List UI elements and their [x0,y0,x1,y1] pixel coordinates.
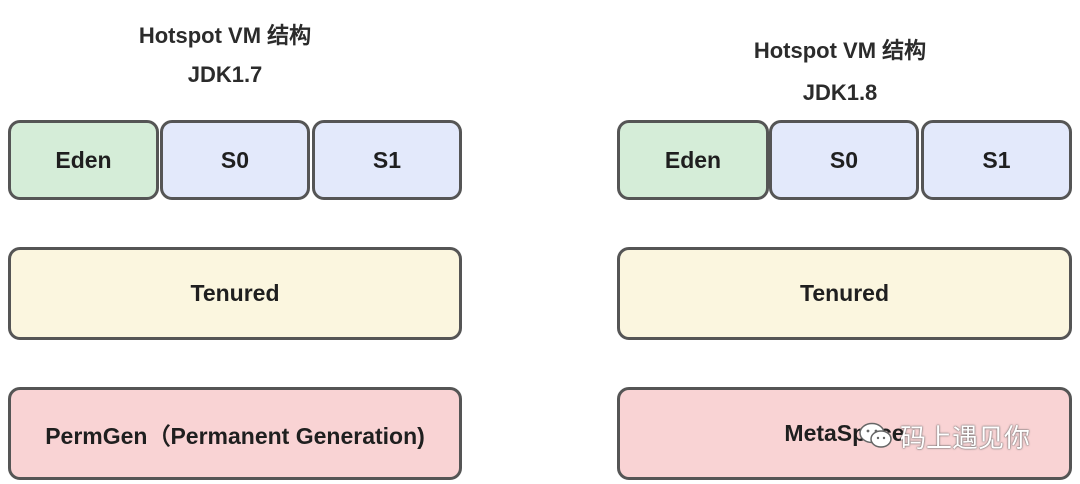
right-metaspace-box: MetaSpace [617,387,1072,480]
left-title: Hotspot VM 结构 [138,23,312,48]
right-s1-box: S1 [921,120,1072,200]
right-title: Hotspot VM 结构 [753,38,927,63]
left-version: JDK1.7 [187,62,263,87]
right-tenured-box: Tenured [617,247,1072,340]
left-s1-box: S1 [312,120,462,200]
right-s0-box: S0 [769,120,919,200]
wechat-icon [859,422,892,448]
left-tenured-box: Tenured [8,247,462,340]
watermark: 码上遇见你 [858,418,1030,454]
left-permgen-box: PermGen（Permanent Generation) [8,387,462,480]
right-eden-box: Eden [617,120,769,200]
left-s0-box: S0 [160,120,310,200]
left-eden-box: Eden [8,120,159,200]
right-version: JDK1.8 [802,80,878,105]
watermark-text: 码上遇见你 [900,423,1031,454]
